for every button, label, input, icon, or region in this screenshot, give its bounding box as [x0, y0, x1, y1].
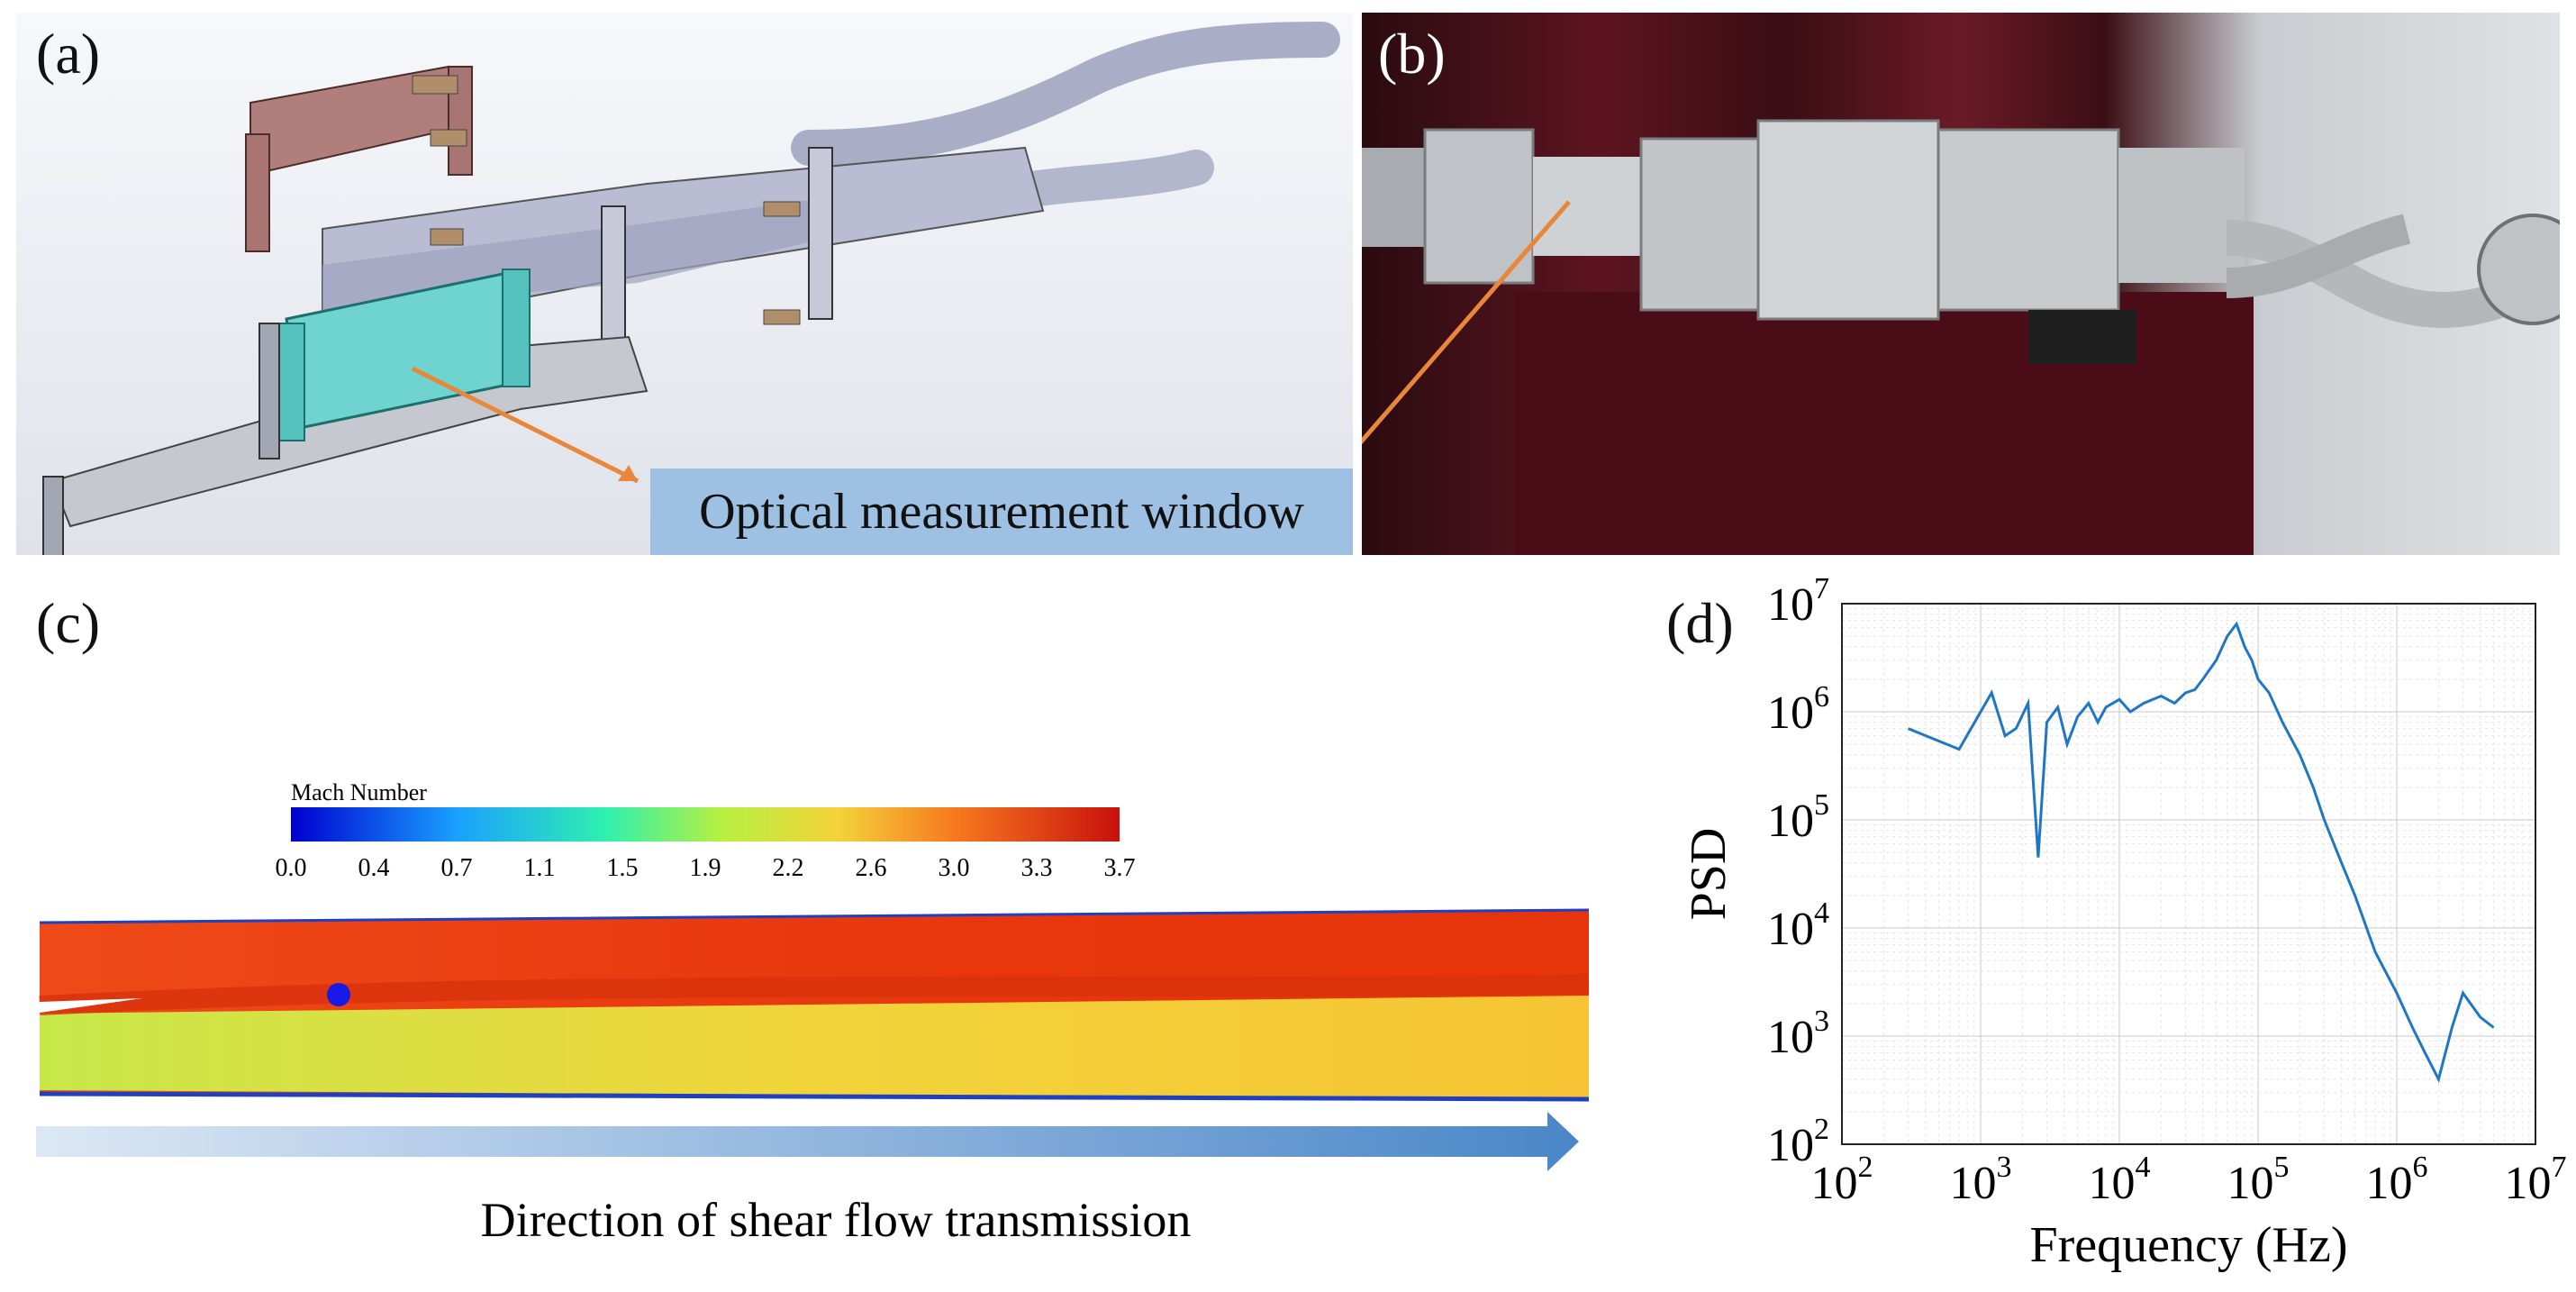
panel-b-label: (b) [1378, 22, 1446, 86]
panel-d-psd-chart: (d) 102 103 104 105 106 107 102 103 104 105 106 107… [1621, 577, 2567, 1288]
mach-colorbar-ticks: 0.0 0.4 0.7 1.1 1.5 1.9 2.2 2.6 3.0 3.3 3.7 [276, 854, 1136, 882]
mach-tick-label: 3.3 [1021, 854, 1053, 882]
psd-x-axis-label: Frequency (Hz) [2030, 1217, 2348, 1273]
psd-y-tick-label: 102 [1767, 1113, 1829, 1171]
flow-direction-caption: Direction of shear flow transmission [481, 1193, 1192, 1247]
psd-series-line [1907, 621, 2495, 1083]
flow-direction-arrow [36, 1112, 1579, 1171]
psd-x-tick-label: 105 [2227, 1151, 2290, 1209]
psd-x-tick-label: 107 [2505, 1151, 2567, 1209]
mach-tick-label: 2.6 [856, 854, 887, 882]
psd-chart-svg: 102 103 104 105 106 107 102 103 104 105 106 107 Fre… [1681, 577, 2567, 1273]
psd-y-axis-label: PSD [1681, 828, 1737, 921]
panel-c-mach-contour: (c) [16, 577, 1601, 1288]
shear-layer [39, 974, 1590, 1015]
psd-y-tick-label: 106 [1767, 680, 1829, 739]
mach-tick-label: 1.9 [690, 854, 721, 882]
psd-y-tick-label: 107 [1767, 577, 1829, 631]
mach-colorbar [291, 807, 1120, 842]
psd-y-tick-label: 105 [1767, 788, 1829, 847]
mach-tick-label: 3.0 [939, 854, 970, 882]
psd-x-tick-label: 106 [2366, 1151, 2428, 1209]
mach-tick-label: 1.1 [524, 854, 556, 882]
experimental-setup-photo [1362, 119, 2560, 555]
mach-tick-label: 0.4 [358, 854, 390, 882]
panel-d-label: (d) [1666, 591, 1734, 655]
psd-x-tick-label: 103 [1950, 1151, 2012, 1209]
panel-b-photo: (b) [1362, 13, 2560, 555]
psd-x-tick-label: 102 [1811, 1151, 1873, 1209]
mach-tick-label: 0.7 [441, 854, 473, 882]
psd-y-tick-label: 103 [1767, 1005, 1829, 1063]
mach-tick-label: 3.7 [1104, 854, 1136, 882]
psd-x-tick-label: 104 [2089, 1151, 2151, 1209]
probe-point [327, 983, 350, 1006]
mach-tick-label: 1.5 [607, 854, 639, 882]
mach-contour-figure: Mach Number 0.0 0.4 0.7 1.1 1.5 1.9 2.2 2.6 3.0 3… [36, 779, 1590, 1247]
mach-colorbar-title: Mach Number [291, 779, 427, 805]
mach-tick-label: 0.0 [276, 854, 307, 882]
psd-y-tick-label: 104 [1767, 896, 1829, 955]
cad-model-illustration [42, 22, 1340, 555]
panel-c-label: (c) [36, 591, 101, 655]
lower-stream-region [40, 996, 1589, 1099]
psd-plot-frame [1841, 603, 2536, 1145]
panel-a-cad-model: (a) [16, 13, 1353, 555]
panel-a-label: (a) [36, 22, 101, 86]
mach-tick-label: 2.2 [773, 854, 804, 882]
optical-window-label: Optical measurement window [650, 469, 1353, 555]
